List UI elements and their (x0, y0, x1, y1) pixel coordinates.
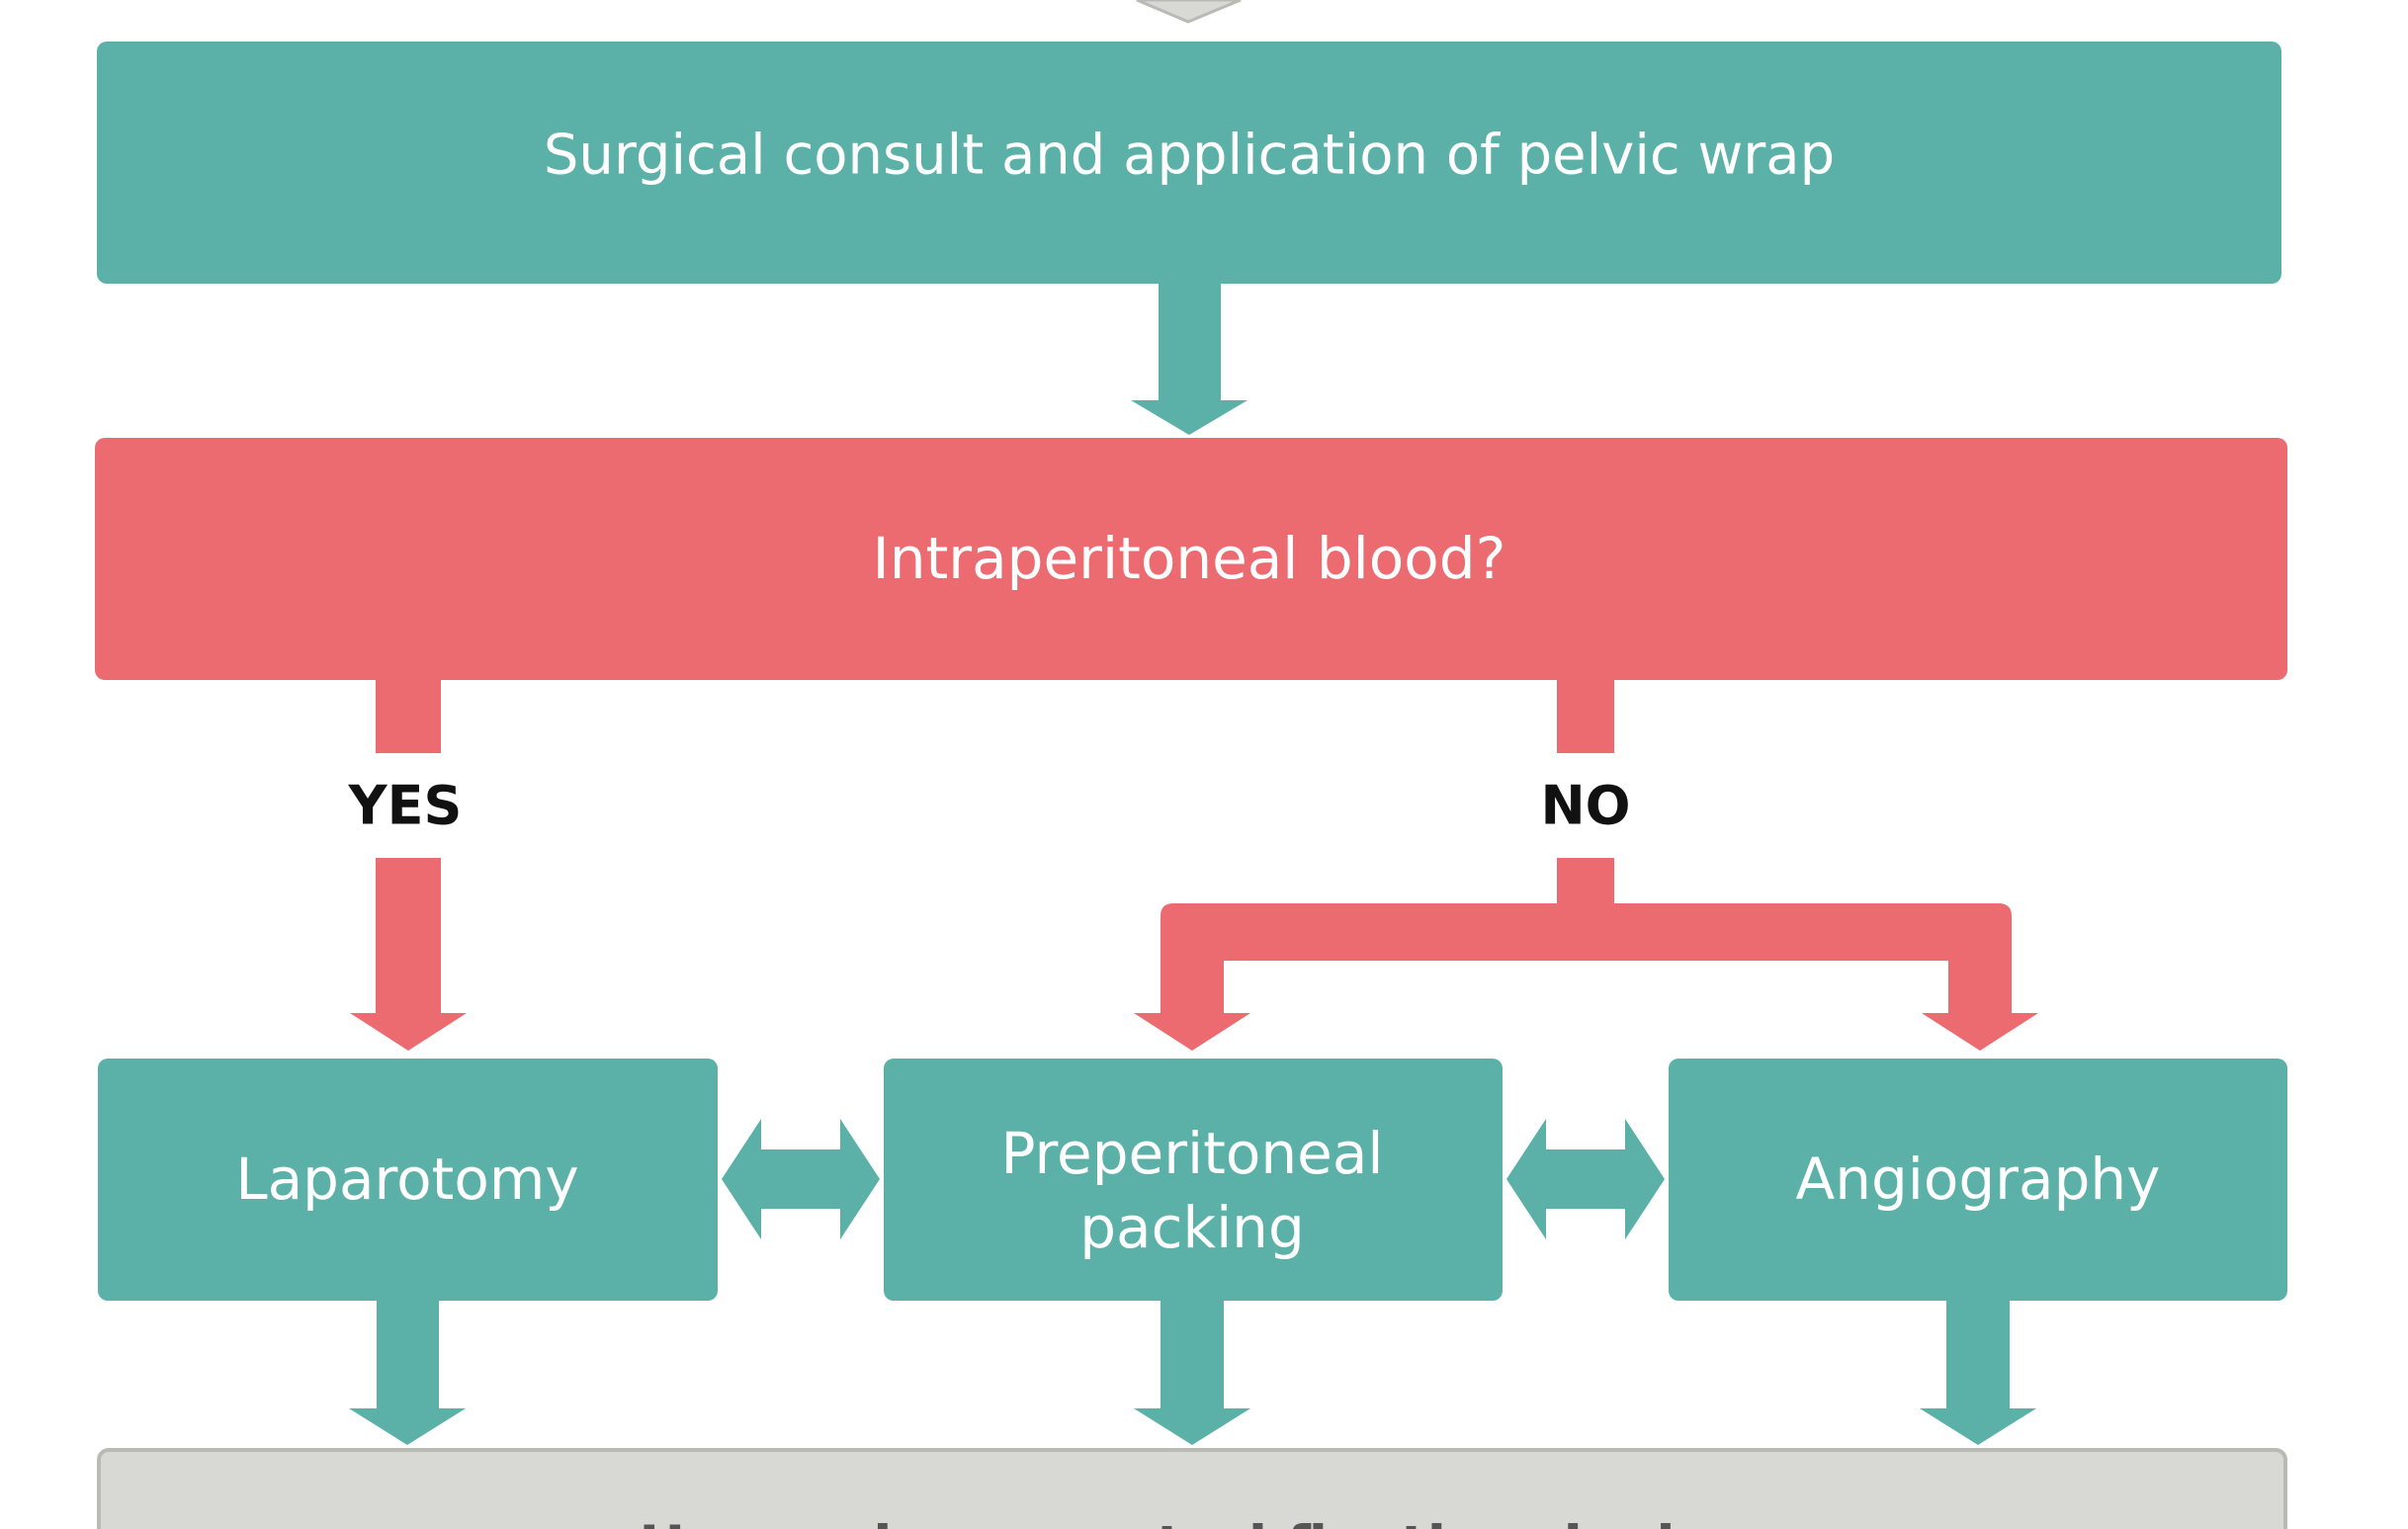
laparotomy-label: Laparotomy (235, 1146, 578, 1213)
preperitoneal-box (884, 1059, 1503, 1301)
question-label: Intraperitoneal blood? (873, 525, 1506, 592)
no-label: NO (1540, 775, 1630, 837)
yes-stem-upper (376, 678, 441, 753)
angiography-box (1669, 1059, 2287, 1301)
double-arrow-left (722, 1119, 880, 1239)
double-arrow-right (1506, 1119, 1665, 1239)
no-split-connector (1134, 858, 2038, 1051)
hemorrhage-box (97, 1448, 2287, 1529)
arrow-preperitoneal-down (1134, 1301, 1250, 1445)
surgical-consult-box (97, 42, 2281, 284)
preperitoneal-label-line2: packing (1079, 1194, 1305, 1261)
arrow-angiography-down (1920, 1301, 2036, 1445)
yes-label: YES (348, 775, 463, 837)
arrow-laparotomy-down (349, 1301, 466, 1445)
yes-arrow (350, 858, 467, 1051)
top-arrow-tip (1136, 0, 1242, 24)
hemorrhage-label: Hemorrhage control fixation device (639, 1515, 1745, 1529)
surgical-consult-label: Surgical consult and application of pelv… (544, 124, 1835, 188)
laparotomy-box (98, 1059, 718, 1301)
arrow-to-question (1131, 284, 1247, 435)
no-stem-upper (1557, 678, 1614, 753)
question-box (95, 438, 2287, 680)
angiography-label: Angiography (1796, 1146, 2161, 1213)
preperitoneal-label-line1: Preperitoneal (1001, 1120, 1384, 1187)
